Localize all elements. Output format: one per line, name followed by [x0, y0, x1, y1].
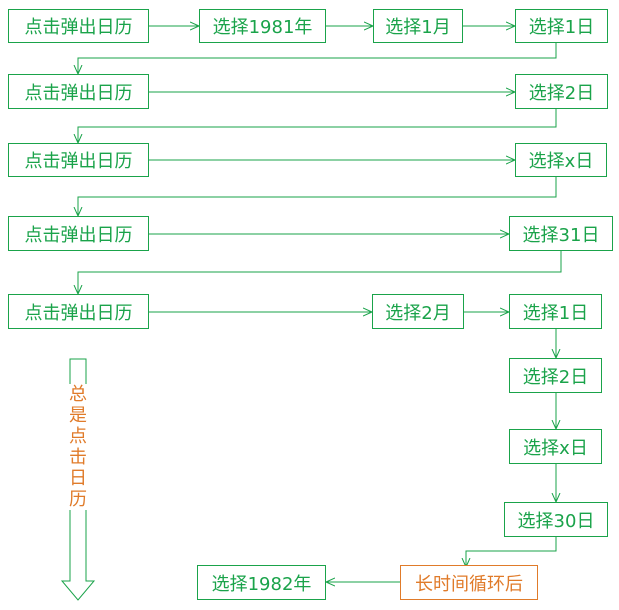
node-row1-click-calendar: 点击弹出日历 [8, 9, 149, 43]
node-row4-click-calendar: 点击弹出日历 [8, 216, 149, 251]
node-select-1981: 选择1981年 [199, 9, 326, 43]
node-row2-select-day2: 选择2日 [515, 74, 608, 109]
node-row5-click-calendar: 点击弹出日历 [8, 294, 149, 329]
node-row5-select-day1: 选择1日 [509, 294, 602, 329]
arrow-loop-to-row4 [78, 177, 557, 216]
node-col-select-day2: 选择2日 [509, 358, 602, 393]
node-long-loop: 长时间循环后 [400, 565, 538, 600]
node-row4-select-day31: 选择31日 [509, 216, 613, 251]
node-col-select-day30: 选择30日 [504, 502, 608, 537]
node-select-january: 选择1月 [373, 9, 463, 43]
node-row3-click-calendar: 点击弹出日历 [8, 143, 149, 177]
node-row2-click-calendar: 点击弹出日历 [8, 74, 149, 109]
node-row3-select-dayx: 选择x日 [515, 143, 607, 177]
arrow-loop-to-row2 [78, 43, 557, 74]
node-row1-select-day1: 选择1日 [515, 9, 608, 43]
node-select-1982: 选择1982年 [197, 565, 326, 600]
arrow-loop-to-row3 [78, 109, 557, 143]
arrow-day30-to-loop [466, 537, 557, 567]
node-col-select-dayx: 选择x日 [509, 429, 602, 464]
arrow-loop-to-row5 [78, 251, 562, 294]
always-click-calendar-note: 总是点击日历 [62, 384, 94, 510]
node-select-february: 选择2月 [372, 294, 464, 329]
